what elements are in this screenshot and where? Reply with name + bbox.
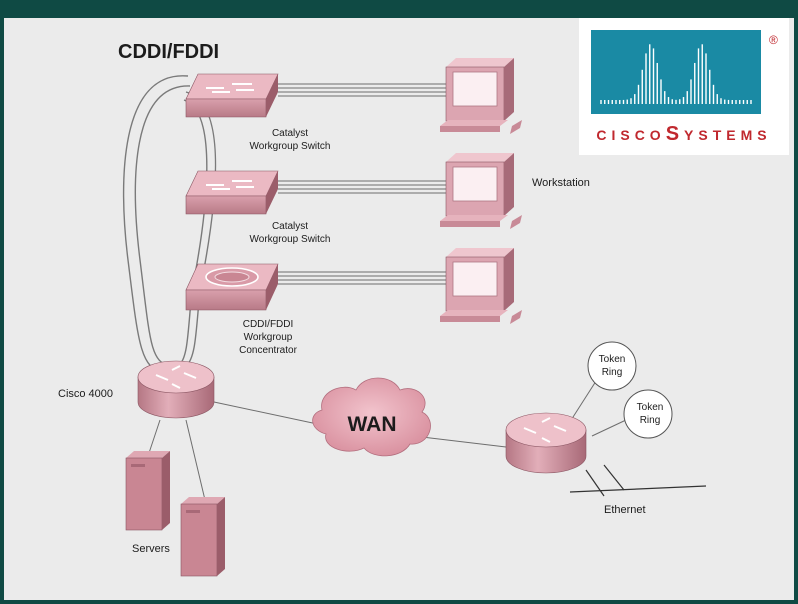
concentrator-label-line-2: Workgroup bbox=[244, 332, 293, 343]
ring-label: CDDI/FDDI bbox=[118, 41, 219, 63]
ethernet-label: Ethernet bbox=[604, 504, 646, 516]
switch-1-label-line-2: Workgroup Switch bbox=[250, 141, 331, 152]
switch-2-label-line-1: Catalyst bbox=[272, 221, 308, 232]
remote-router bbox=[505, 412, 587, 474]
server-2 bbox=[180, 497, 225, 577]
token-ring-2-line-1: Token bbox=[637, 402, 664, 413]
fddi-ring bbox=[122, 75, 217, 373]
workstation-3 bbox=[440, 248, 522, 324]
catalyst-switch-2 bbox=[185, 170, 279, 215]
concentrator-label-line-1: CDDI/FDDI bbox=[243, 319, 294, 330]
switch-1-label-line-1: Catalyst bbox=[272, 128, 308, 139]
concentrator-label-line-3: Concentrator bbox=[239, 345, 297, 356]
wan-label: WAN bbox=[348, 413, 397, 436]
logo-wordmark: CISCOSYSTEMS bbox=[596, 123, 771, 145]
logo-word-ystems: YSTEMS bbox=[684, 127, 772, 143]
wan-cloud bbox=[312, 377, 431, 457]
token-ring-1-line-2: Ring bbox=[602, 367, 623, 378]
logo-bars bbox=[600, 44, 752, 104]
workstation-links bbox=[278, 83, 448, 285]
cisco-logo-art: ® CISCOSYSTEMS bbox=[591, 30, 778, 145]
workstation-label: Workstation bbox=[532, 177, 590, 189]
logo-word-s: S bbox=[666, 123, 684, 145]
cisco-4000-router bbox=[137, 360, 215, 419]
workstation-1 bbox=[440, 58, 522, 134]
token-ring-1: Token Ring bbox=[587, 341, 637, 391]
token-ring-2-line-2: Ring bbox=[640, 415, 661, 426]
router-label: Cisco 4000 bbox=[58, 388, 113, 400]
switch-2-label-line-2: Workgroup Switch bbox=[250, 234, 331, 245]
ethernet-segment bbox=[569, 464, 707, 497]
logo-word-cisco: CISCO bbox=[596, 127, 665, 143]
workstation-2 bbox=[440, 153, 522, 229]
cisco-logo: ® CISCOSYSTEMS bbox=[579, 18, 789, 155]
servers-label: Servers bbox=[132, 543, 170, 555]
token-ring-2: Token Ring bbox=[623, 389, 673, 439]
server-1 bbox=[125, 451, 170, 531]
fddi-concentrator bbox=[185, 263, 279, 311]
token-ring-1-line-1: Token bbox=[599, 354, 626, 365]
catalyst-switch-1 bbox=[185, 73, 279, 118]
registered-mark: ® bbox=[769, 33, 778, 47]
